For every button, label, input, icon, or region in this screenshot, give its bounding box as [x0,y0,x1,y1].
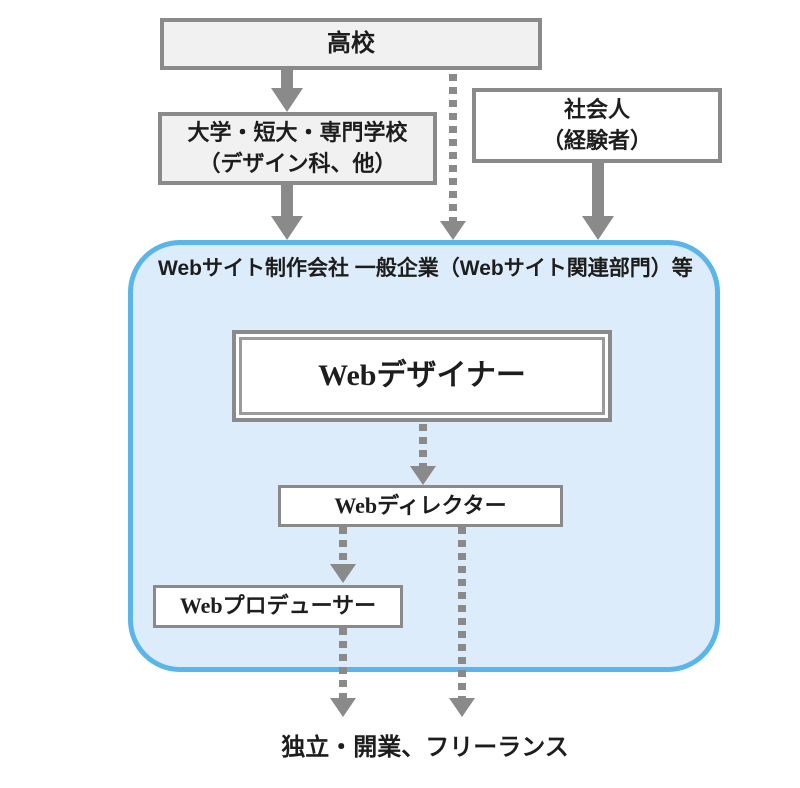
arrow-highschool-to-university-stem [281,70,293,88]
arrow-adult-to-company-stem [592,163,604,216]
arrow-highschool-to-university-head [271,88,303,112]
node-working-adult-line2: （経験者） [541,127,652,153]
node-web-director: Webディレクター [278,485,563,527]
node-highschool-label: 高校 [327,30,375,58]
dotted-arrow-director-to-freelance-head [449,698,475,717]
node-web-producer: Webプロデューサー [153,585,403,628]
node-web-director-label: Webディレクター [334,492,507,518]
node-university: 大学・短大・専門学校 （デザイン科、他） [158,112,437,185]
node-university-line2: （デザイン科、他） [198,150,397,176]
arrow-university-to-company-stem [281,185,293,216]
dotted-arrow-director-to-producer-stem [339,527,347,564]
dotted-arrow-highschool-to-company-stem [449,74,457,221]
node-web-designer-inner-frame: Webデザイナー [239,337,605,415]
dotted-arrow-producer-to-freelance-head [330,698,356,717]
arrow-university-to-company-head [271,216,303,240]
dotted-arrow-designer-to-director-head [410,466,436,485]
container-company-label-line2: 一般企業（Webサイト関連部門）等 [354,257,693,280]
dotted-arrow-highschool-to-company-head [440,221,466,240]
node-working-adult-line1: 社会人 [563,96,630,122]
dotted-arrow-designer-to-director-stem [419,424,427,466]
dotted-arrow-producer-to-freelance-stem [339,628,347,698]
dotted-arrow-director-to-producer-head [330,564,356,583]
node-highschool: 高校 [160,18,542,70]
node-university-line1: 大学・短大・専門学校 [187,119,408,145]
node-web-designer: Webデザイナー [232,330,612,422]
container-company-label-line1: Webサイト制作会社 [158,257,349,280]
arrow-adult-to-company-head [582,216,614,240]
dotted-arrow-director-to-freelance-stem [458,527,466,698]
container-company-label: Webサイト制作会社 一般企業（Webサイト関連部門）等 [158,254,693,283]
node-web-designer-label: Webデザイナー [318,359,526,392]
label-freelance: 独立・開業、フリーランス [281,734,569,761]
node-working-adult: 社会人 （経験者） [472,88,722,163]
node-web-producer-label: Webプロデューサー [179,593,377,619]
